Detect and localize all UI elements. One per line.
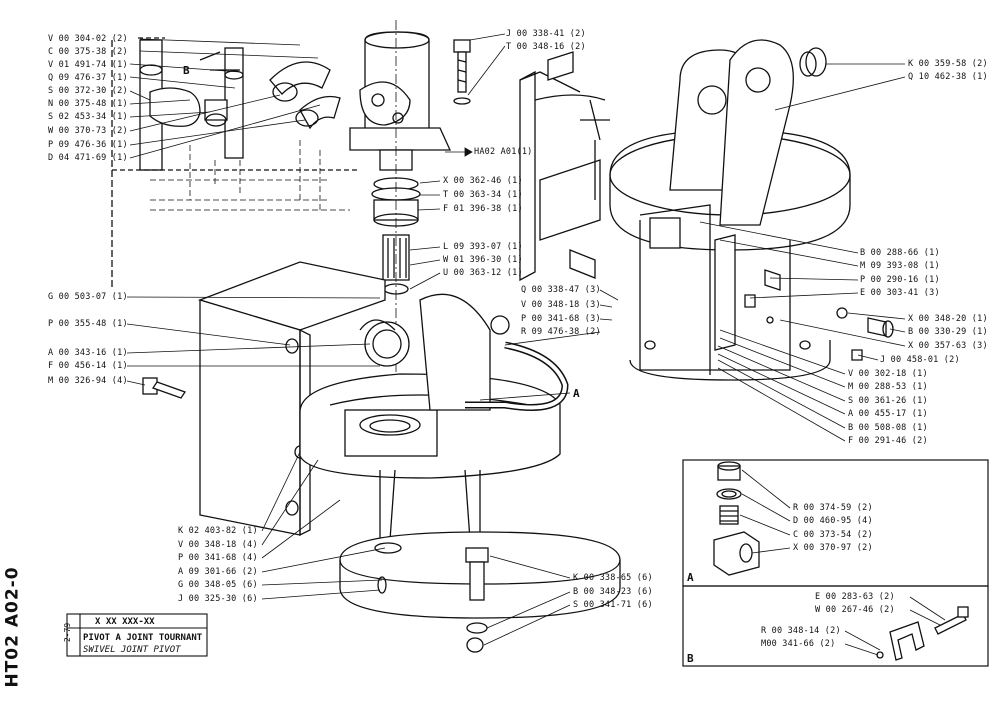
part-label: F 01 396-38 (1) [443,204,523,214]
detail-b-parts [876,606,969,661]
part-label: G 00 503-07 (1) [48,292,128,302]
part-label: E 00 303-41 (3) [860,288,940,298]
drum-assembly [609,39,894,381]
part-label: T 00 363-34 (1) [443,190,523,200]
part-label: D 04 471-69 (1) [48,153,128,163]
detail-a-letter: A [687,571,694,584]
part-label: P 00 290-16 (1) [860,275,940,285]
part-label: V 00 302-18 (1) [848,369,928,379]
title-reference: X XX XXX-XX [95,617,155,627]
callout-letter-a: A [573,387,580,400]
part-label: P 00 355-48 (1) [48,319,128,329]
leader-lines [126,33,946,656]
frame-assembly [519,51,610,282]
part-label: P 09 476-36 (1) [48,140,128,150]
part-label: R 00 348-14 (2) [761,626,841,636]
part-label: X 00 348-20 (1) [908,314,988,324]
part-label: W 00 370-73 (2) [48,126,128,136]
pipe-fitting-inset [111,37,360,290]
leader-lines-top-left [129,38,350,211]
detail-b-letter: B [687,652,694,665]
drawing-date: 2-79 [63,622,73,643]
part-label: L 09 393-07 (1) [443,242,523,252]
part-label: R 00 374-59 (2) [793,503,873,513]
part-label: S 00 341-71 (6) [573,600,653,610]
part-label: X 00 362-46 (1) [443,176,523,186]
part-label: M 09 393-08 (1) [860,261,940,271]
part-label: J 00 338-41 (2) [506,29,586,39]
part-label: B 00 288-66 (1) [860,248,940,258]
part-label: D 00 460-95 (4) [793,516,873,526]
part-label: G 00 348-05 (6) [178,580,258,590]
title-french: PIVOT A JOINT TOURNANT [83,633,203,643]
part-label: C 00 373-54 (2) [793,530,873,540]
part-label: P 00 341-68 (3) [521,314,601,324]
part-label: M 00 288-53 (1) [848,382,928,392]
part-label: F 00 291-46 (2) [848,436,928,446]
part-label: A 00 343-16 (1) [48,348,128,358]
title-block-frame [66,613,208,657]
part-label: M 00 326-94 (4) [48,376,128,386]
part-label: V 00 348-18 (4) [178,540,258,550]
part-label: Q 00 338-47 (3) [521,285,601,295]
part-label: S 00 361-26 (1) [848,396,928,406]
part-label: J 00 458-01 (2) [880,355,960,365]
part-label: M00 341-66 (2) [761,639,836,649]
part-label: U 00 363-12 (1) [443,268,523,278]
detail-b-box [682,585,989,667]
part-label: V 00 348-18 (3) [521,300,601,310]
part-label: A 00 455-17 (1) [848,409,928,419]
part-label: R 09 476-38 (2) [521,327,601,337]
part-label: C 00 375-38 (2) [48,47,128,57]
part-label: W 01 396-30 (1) [443,255,523,265]
part-label: E 00 283-63 (2) [815,592,895,602]
part-label: Q 09 476-37 (1) [48,73,128,83]
part-label: P 00 341-68 (4) [178,553,258,563]
part-label: F 00 456-14 (1) [48,361,128,371]
drawing-code-text: HT02 A02-0 [2,566,23,688]
part-label: S 00 372-30 (2) [48,86,128,96]
part-label: Q 10 462-38 (1) [908,72,988,82]
part-label: J 00 325-30 (6) [178,594,258,604]
part-label: V 01 491-74 (1) [48,60,128,70]
central-stack [349,20,471,460]
part-label: X 00 370-97 (2) [793,543,873,553]
main-body [142,261,621,653]
title-english: SWIVEL JOINT PIVOT [83,645,181,655]
part-label: T 00 348-16 (2) [506,42,586,52]
part-label: K 02 403-82 (1) [178,526,258,536]
part-label: B 00 330-29 (1) [908,327,988,337]
part-label: K 00 338-65 (6) [573,573,653,583]
part-label: W 00 267-46 (2) [815,605,895,615]
drawing-code: HT02 A02-0 [3,557,30,697]
detail-a-parts [713,461,760,576]
part-label: A 09 301-66 (2) [178,567,258,577]
part-label: K 00 359-58 (2) [908,59,988,69]
part-label: V 00 304-02 (2) [48,34,128,44]
reference-label: HA02 A01(1) [474,147,533,157]
part-label: B 00 508-08 (1) [848,423,928,433]
part-label: S 02 453-34 (1) [48,112,128,122]
part-label: B 00 348-23 (6) [573,587,653,597]
part-label: X 00 357-63 (3) [908,341,988,351]
callout-letter-b: B [183,64,190,77]
part-label: N 00 375-48 (1) [48,99,128,109]
